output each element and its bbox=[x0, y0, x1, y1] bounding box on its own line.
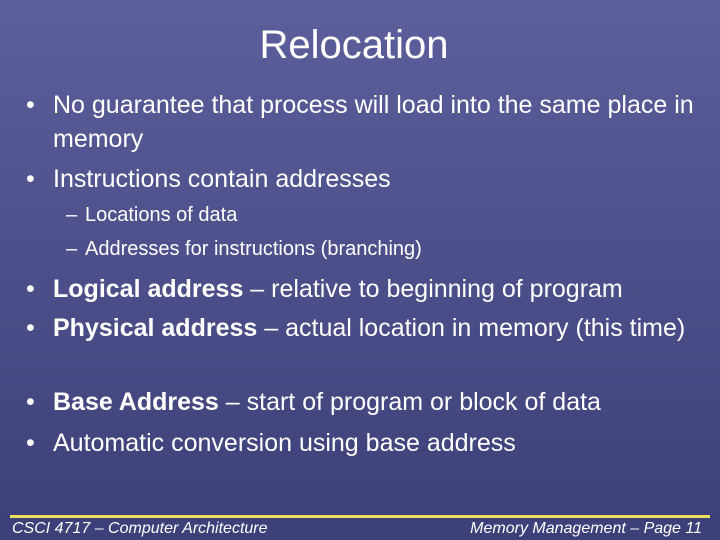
bullet-text: Instructions contain addresses bbox=[53, 165, 391, 193]
term-definition: – actual location in memory (this time) bbox=[257, 314, 686, 342]
term-definition: – relative to beginning of program bbox=[243, 275, 623, 303]
term-definition: – start of program or block of data bbox=[218, 388, 601, 416]
bullet-marker: • bbox=[26, 275, 35, 303]
footer-course: CSCI 4717 – Computer Architecture bbox=[12, 520, 268, 537]
term-logical-address: Logical address bbox=[53, 275, 244, 303]
sub-bullet-text: Locations of data bbox=[85, 204, 238, 226]
footer-rule bbox=[10, 515, 710, 518]
bullet-text: No guarantee that process will load into… bbox=[53, 91, 694, 153]
bullet-marker: • bbox=[26, 388, 35, 416]
bullet-text: Automatic conversion using base address bbox=[53, 429, 516, 457]
bullet-item: • No guarantee that process will load in… bbox=[26, 88, 696, 156]
term-base-address: Base Address bbox=[53, 388, 219, 416]
dash-marker: – bbox=[66, 238, 78, 260]
bullet-marker: • bbox=[26, 91, 35, 119]
bullet-item: • Logical address – relative to beginnin… bbox=[26, 272, 696, 306]
bullet-marker: • bbox=[26, 314, 35, 342]
slide-title: Relocation bbox=[259, 23, 449, 67]
sub-bullet-text: Addresses for instructions (branching) bbox=[85, 238, 422, 260]
sub-bullet-item: – Addresses for instructions (branching) bbox=[66, 232, 686, 266]
sub-bullet-item: – Locations of data bbox=[66, 198, 686, 232]
bullet-item: • Instructions contain addresses bbox=[26, 162, 696, 196]
bullet-item: • Automatic conversion using base addres… bbox=[26, 426, 696, 460]
dash-marker: – bbox=[66, 204, 78, 226]
term-physical-address: Physical address bbox=[53, 314, 258, 342]
bullet-item: • Base Address – start of program or blo… bbox=[26, 385, 696, 419]
bullet-marker: • bbox=[26, 165, 35, 193]
bullet-item: • Physical address – actual location in … bbox=[26, 311, 696, 345]
bullet-marker: • bbox=[26, 429, 35, 457]
footer-page: Memory Management – Page 11 bbox=[470, 520, 702, 537]
